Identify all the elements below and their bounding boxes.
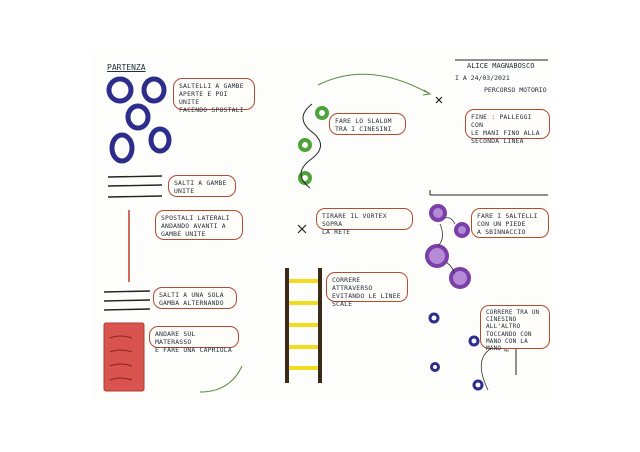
- cone: [315, 106, 329, 120]
- note-feet-together: Salti a gambe unite: [168, 175, 236, 197]
- note-jumps-open-close: Saltelli a gambe aperte e poi unite face…: [173, 78, 255, 114]
- start-label: Partenza: [107, 63, 146, 72]
- cone: [430, 362, 440, 372]
- hoop: [148, 126, 172, 154]
- hoop: [125, 103, 151, 131]
- jump-lines: [107, 175, 163, 198]
- note-cones-run: Correre tra un cinesino all'altro toccan…: [480, 305, 550, 352]
- purple-hoops: [425, 204, 471, 289]
- class-date: I A 24/03/2021: [455, 74, 510, 82]
- author-name: Alice Magnabosco: [467, 62, 535, 70]
- note-lateral: Spostali laterali andando avanti a gambe…: [155, 210, 243, 240]
- hoop: [425, 244, 449, 268]
- mat: [103, 322, 145, 392]
- note-hop-one-foot: Fare i saltelli con un piede a sbinnacci…: [471, 208, 549, 238]
- note-end-dribble: Fine : palleggi con le mani fino alla se…: [465, 109, 550, 145]
- green-cones: [298, 106, 329, 185]
- cone: [428, 312, 440, 324]
- blue-hoops: [106, 76, 172, 164]
- slalom-path: [300, 103, 321, 189]
- hoop: [429, 204, 447, 222]
- note-mat: Andare sul materasso e fare una capriola: [149, 326, 239, 354]
- x-mark: [297, 224, 307, 234]
- path-arc: [317, 73, 429, 94]
- x-mark: [435, 96, 443, 104]
- path-arrow: [199, 365, 243, 393]
- note-vortex: Tirare il vortex sopra la rete: [316, 208, 413, 236]
- hoop: [449, 267, 471, 289]
- ladder: [285, 268, 322, 383]
- hoop: [106, 76, 134, 104]
- cone: [468, 335, 480, 347]
- note-ladder: Correre attraverso evitando le linee sca…: [326, 272, 408, 308]
- cone: [298, 138, 312, 152]
- subtitle: Percorso motorio: [484, 86, 547, 94]
- small-blue-cones: [428, 312, 484, 391]
- note-single-leg: Salti a una sola gamba alternando: [153, 287, 237, 309]
- hoop: [141, 76, 167, 104]
- note-slalom: Fare lo slalom tra i cinesini: [329, 113, 406, 135]
- cone: [472, 379, 484, 391]
- hoop: [109, 132, 135, 164]
- single-leg-lines: [103, 290, 151, 311]
- hoop: [454, 222, 470, 238]
